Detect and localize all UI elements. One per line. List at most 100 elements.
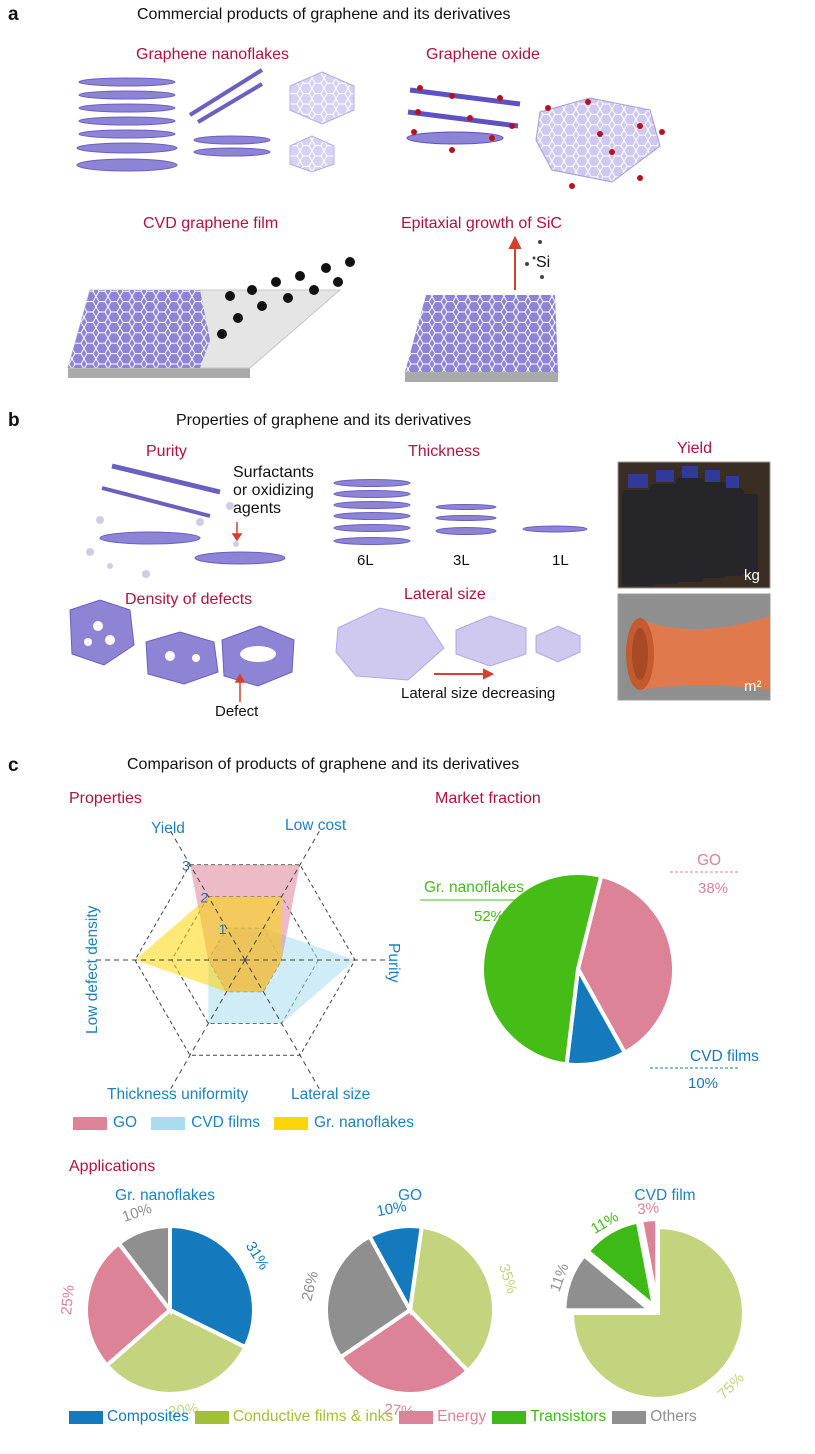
pie-slice-energy [638, 1217, 660, 1306]
pie-percent-label: 38% [698, 880, 728, 897]
pie-slice-conductive-films-inks [407, 1224, 496, 1374]
lateral-size-sheets [335, 607, 581, 681]
legend-swatch [612, 1410, 647, 1424]
pie-slice-name: GO [697, 852, 721, 869]
panel-a-illustrations [67, 68, 665, 382]
pie-slice-name: CVD films [690, 1048, 759, 1065]
radar-tick-label: 2 [200, 889, 208, 905]
radar-axis-line [170, 831, 246, 961]
radar-axis-line [170, 959, 246, 1089]
app-legend-item: Composites [69, 1408, 189, 1426]
label-3l: 3L [453, 552, 470, 569]
pie-percent-label: 10% [688, 1075, 718, 1092]
radar-axis-lateral-size: Lateral size [291, 1086, 371, 1103]
pie-percent-label: 52% [474, 908, 504, 925]
radar-legend-item: CVD films [151, 1114, 260, 1132]
label-lateral-size: Lateral size [404, 586, 486, 603]
pie-slice-transistors [584, 1219, 657, 1312]
pie-slice-energy [84, 1240, 173, 1369]
legend-label: Conductive films & inks [232, 1408, 394, 1425]
legend-swatch [399, 1410, 434, 1424]
sic-substrate-illustration [405, 295, 558, 382]
defect-hex-sheets [69, 599, 295, 687]
radar-tick-label: 1 [219, 921, 227, 937]
market-pie-chart: GO 38% CVD films 10% Gr. nanoflakes 52% [420, 852, 759, 1092]
label-1l: 1L [552, 552, 569, 569]
pie-slice-composites [366, 1224, 424, 1317]
pie-leader-line [420, 899, 561, 927]
radar-axis-thickness: Thickness uniformity [107, 1086, 249, 1103]
market-title: Market fraction [435, 790, 541, 807]
radar-legend-item: GO [73, 1114, 137, 1132]
panel-b-heading: Properties of graphene and its derivativ… [176, 412, 472, 429]
pie-percent-label: 31% [242, 1239, 272, 1273]
pie-percent-label: 35% [495, 1262, 520, 1296]
app-pie-title: Gr. nanoflakes [115, 1187, 215, 1204]
legend-label: Gr. nanoflakes [314, 1114, 414, 1131]
legend-label: Composites [107, 1408, 189, 1425]
radar-axis-line [244, 959, 320, 1089]
label-surfactants: Surfactants or oxidizing agents [233, 464, 314, 517]
pie-slice-conductive-films-inks [104, 1307, 249, 1396]
app-legend-item: Conductive films & inks [194, 1408, 394, 1426]
pie-percent-label: 10% [375, 1198, 408, 1220]
legend-swatch [69, 1410, 103, 1424]
legend-swatch [194, 1410, 229, 1424]
label-thickness: Thickness [408, 443, 481, 460]
label-nanoflakes: Graphene nanoflakes [136, 46, 289, 63]
pie-slice-energy [337, 1307, 471, 1396]
app-legend-item: Others [612, 1408, 697, 1426]
panel-c-letter: c [8, 755, 19, 776]
radar-axis-purity: Purity [385, 943, 402, 983]
panel-b-illustrations [69, 461, 771, 702]
pie-percent-label: 30% [167, 1400, 199, 1421]
pie-percent-label: 26% [299, 1269, 323, 1302]
properties-title: Properties [69, 790, 142, 807]
panel-b-letter: b [8, 410, 20, 431]
applications-title: Applications [69, 1158, 156, 1175]
app-pie-title: GO [398, 1187, 422, 1204]
pie-slice-gr-nanoflakes [480, 871, 604, 1067]
app-pie-title: CVD film [634, 1187, 695, 1204]
nanoflake-stack-illustration [76, 68, 271, 172]
pie-slice-others [116, 1223, 172, 1316]
label-epitaxial: Epitaxial growth of SiC [401, 215, 562, 232]
precursor-molecules [217, 257, 355, 339]
label-purity: Purity [146, 443, 187, 460]
label-defect: Defect [215, 703, 259, 720]
legend-label: GO [113, 1114, 138, 1131]
legend-label: Energy [437, 1408, 487, 1425]
label-lateral-decreasing: Lateral size decreasing [401, 685, 556, 702]
purity-illustration [99, 463, 286, 565]
legend-label: CVD films [191, 1114, 261, 1131]
radar-legend: GO CVD films Gr. nanoflakes [73, 1114, 428, 1135]
panel-a-letter: a [8, 4, 19, 25]
radar-axis-low-defect: Low defect density [84, 905, 101, 1034]
legend-label: Transistors [530, 1408, 607, 1425]
pie-percent-label: 25% [58, 1284, 78, 1316]
pie-slice-composites [168, 1223, 256, 1350]
radar-tick-label: 3 [182, 858, 190, 874]
panel-c-heading: Comparison of products of graphene and i… [127, 756, 520, 773]
graphene-oxide-stack-illustration [406, 87, 521, 145]
app-legend-item: Transistors [492, 1408, 606, 1426]
pie-slice-name: Gr. nanoflakes [424, 879, 524, 896]
label-si: Si [536, 254, 551, 271]
label-kg: kg [744, 567, 760, 584]
legend-swatch [151, 1116, 186, 1130]
label-m2: m² [744, 678, 762, 695]
label-6l: 6L [357, 552, 374, 569]
cvd-film-illustration [67, 289, 342, 378]
applications-legend: Composites Conductive films & inks Energy T… [69, 1408, 703, 1429]
radar-axis-yield: Yield [151, 820, 185, 837]
thickness-illustration [333, 479, 588, 545]
nanoflake-hex-sheets [289, 71, 355, 173]
app-legend-item: Energy [399, 1408, 486, 1426]
label-yield: Yield [677, 440, 712, 457]
pie-percent-label: 3% [637, 1199, 660, 1218]
legend-swatch [73, 1116, 107, 1130]
pie-slice-conductive-films-inks [569, 1224, 746, 1401]
